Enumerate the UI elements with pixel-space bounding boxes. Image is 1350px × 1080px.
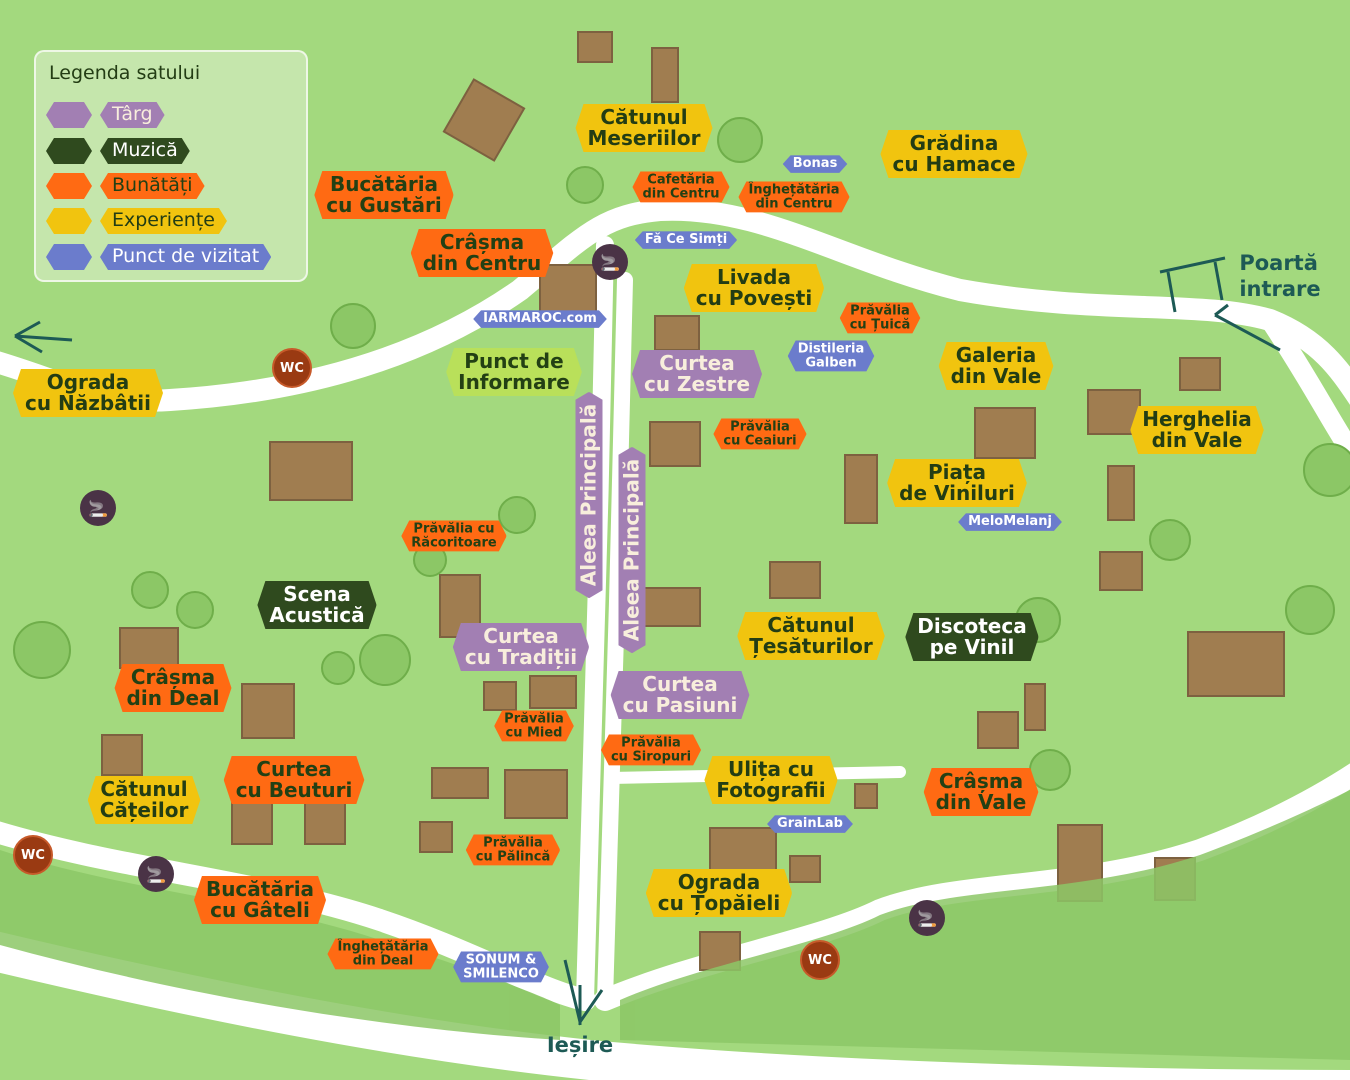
map-label-punct-de-informare[interactable]: Punct de Informare bbox=[446, 348, 582, 396]
legend-item-food: Bunătăți bbox=[46, 173, 205, 199]
wc-icon[interactable]: WC bbox=[272, 348, 312, 388]
legend-label: Experiențe bbox=[100, 208, 227, 234]
legend-item-visit: Punct de vizitat bbox=[46, 244, 271, 270]
map-label-bucătăria-cu-gustări[interactable]: Bucătăria cu Gustări bbox=[314, 171, 453, 219]
map-label-crâșma-din-centru[interactable]: Crâșma din Centru bbox=[411, 229, 554, 277]
map-label-aleea-principală[interactable]: Aleea Principală bbox=[619, 447, 646, 653]
roads bbox=[0, 198, 1350, 1080]
map-label-ulița-cu-fotografii[interactable]: Ulița cu Fotografii bbox=[704, 756, 837, 804]
legend-label: Muzică bbox=[100, 138, 190, 164]
map-label-aleea-principală[interactable]: Aleea Principală bbox=[576, 392, 603, 598]
exit-label: Ieșire bbox=[546, 1032, 614, 1057]
map-label-crâșma-din-vale[interactable]: Crâșma din Vale bbox=[924, 768, 1039, 816]
road-main-right bbox=[597, 272, 633, 1008]
map-label-herghelia-din-vale[interactable]: Herghelia din Vale bbox=[1130, 406, 1264, 454]
map-label-cătunul-meseriilor[interactable]: Cătunul Meseriilor bbox=[576, 104, 713, 152]
map-label-cafetăria-din-centru[interactable]: Cafetăria din Centru bbox=[632, 171, 729, 202]
map-label-bonas[interactable]: Bonas bbox=[783, 155, 848, 173]
exit-arrow-icon bbox=[563, 959, 604, 1026]
map-label-prăvălia-cu-ceaiuri[interactable]: Prăvălia cu Ceaiuri bbox=[713, 418, 806, 449]
road-bottom-right bbox=[594, 763, 1350, 1011]
map-label-scena-acustică[interactable]: Scena Acustică bbox=[257, 581, 376, 629]
map-label-grădina-cu-hamace[interactable]: Grădina cu Hamace bbox=[880, 130, 1027, 178]
road-top bbox=[0, 198, 1350, 412]
map-label-piața-de-viniluri[interactable]: Piața de Viniluri bbox=[887, 459, 1027, 507]
legend-label: Târg bbox=[100, 102, 165, 128]
map-label-galeria-din-vale[interactable]: Galeria din Vale bbox=[939, 342, 1054, 390]
legend-item-experiences: Experiențe bbox=[46, 208, 227, 234]
map-label-ograda-cu-năzbâtii[interactable]: Ograda cu Năzbâtii bbox=[13, 369, 163, 417]
map-label-cătunul-cățeilor[interactable]: Cătunul Cățeilor bbox=[88, 776, 201, 824]
entrance-label: Poartă intrare bbox=[1239, 250, 1321, 301]
map-label-bucătăria-cu-gâteli[interactable]: Bucătăria cu Gâteli bbox=[194, 876, 326, 924]
map-label-iarmaroc.com[interactable]: IARMAROC.com bbox=[473, 310, 607, 328]
map-label-sonum-&-smilenco[interactable]: SONUM & SMILENCO bbox=[453, 951, 549, 982]
map-label-crâșma-din-deal[interactable]: Crâșma din Deal bbox=[115, 664, 232, 712]
map-label-curtea-cu-zestre[interactable]: Curtea cu Zestre bbox=[632, 350, 762, 398]
map-label-cătunul-țesăturilor[interactable]: Cătunul Țesăturilor bbox=[737, 612, 885, 660]
legend-item-music: Muzică bbox=[46, 138, 190, 164]
map-label-discoteca-pe-vinil[interactable]: Discoteca pe Vinil bbox=[905, 613, 1038, 661]
legend-label: Bunătăți bbox=[100, 173, 205, 199]
entrance-gate-icon bbox=[1159, 256, 1281, 352]
legend-title: Legenda satului bbox=[49, 62, 201, 84]
road-main-left bbox=[576, 236, 614, 1009]
legend: Legenda satului Târg Muzică Bunătăți Exp… bbox=[34, 50, 308, 282]
trees bbox=[13, 117, 1350, 791]
smoking-area-icon[interactable]: 🚬 bbox=[909, 900, 945, 936]
smoking-area-icon[interactable]: 🚬 bbox=[138, 856, 174, 892]
map-label-melomelanj[interactable]: MeloMelanj bbox=[958, 513, 1062, 531]
road-lowest bbox=[0, 931, 1350, 1080]
map-label-curtea-cu-pasiuni[interactable]: Curtea cu Pasiuni bbox=[611, 671, 750, 719]
map-label-curtea-cu-tradiții[interactable]: Curtea cu Tradiții bbox=[453, 623, 589, 671]
map-label-înghețătăria-din-centru[interactable]: Înghețătăria din Centru bbox=[738, 181, 849, 212]
wc-icon[interactable]: WC bbox=[800, 940, 840, 980]
map-label-prăvălia-cu-pălincă[interactable]: Prăvălia cu Pălincă bbox=[466, 834, 560, 865]
map-label-livada-cu-povești[interactable]: Livada cu Povești bbox=[684, 264, 824, 312]
left-arrow-icon bbox=[14, 320, 73, 354]
map-label-prăvălia-cu-răcoritoare[interactable]: Prăvălia cu Răcoritoare bbox=[401, 520, 506, 551]
smoking-area-icon[interactable]: 🚬 bbox=[592, 244, 628, 280]
map-label-fă-ce-simți[interactable]: Fă Ce Simți bbox=[635, 231, 737, 249]
map-label-prăvălia-cu-țuică[interactable]: Prăvălia cu Țuică bbox=[840, 302, 921, 333]
smoking-area-icon[interactable]: 🚬 bbox=[80, 490, 116, 526]
map-label-curtea-cu-beuturi[interactable]: Curtea cu Beuturi bbox=[224, 756, 365, 804]
map-label-înghețătăria-din-deal[interactable]: Înghețătăria din Deal bbox=[327, 938, 438, 969]
map-label-ograda-cu-țopăieli[interactable]: Ograda cu Țopăieli bbox=[646, 869, 792, 917]
map-label-grainlab[interactable]: GrainLab bbox=[767, 815, 853, 833]
legend-label: Punct de vizitat bbox=[100, 244, 271, 270]
forest-bottom bbox=[0, 790, 1350, 1060]
map-label-distileria-galben[interactable]: Distileria Galben bbox=[788, 340, 875, 371]
map-label-prăvălia-cu-siropuri[interactable]: Prăvălia cu Siropuri bbox=[601, 734, 701, 765]
wc-icon[interactable]: WC bbox=[13, 835, 53, 875]
legend-item-market: Târg bbox=[46, 102, 165, 128]
map-label-prăvălia-cu-mied[interactable]: Prăvălia cu Mied bbox=[494, 710, 574, 741]
road-right-curve bbox=[1260, 310, 1350, 460]
